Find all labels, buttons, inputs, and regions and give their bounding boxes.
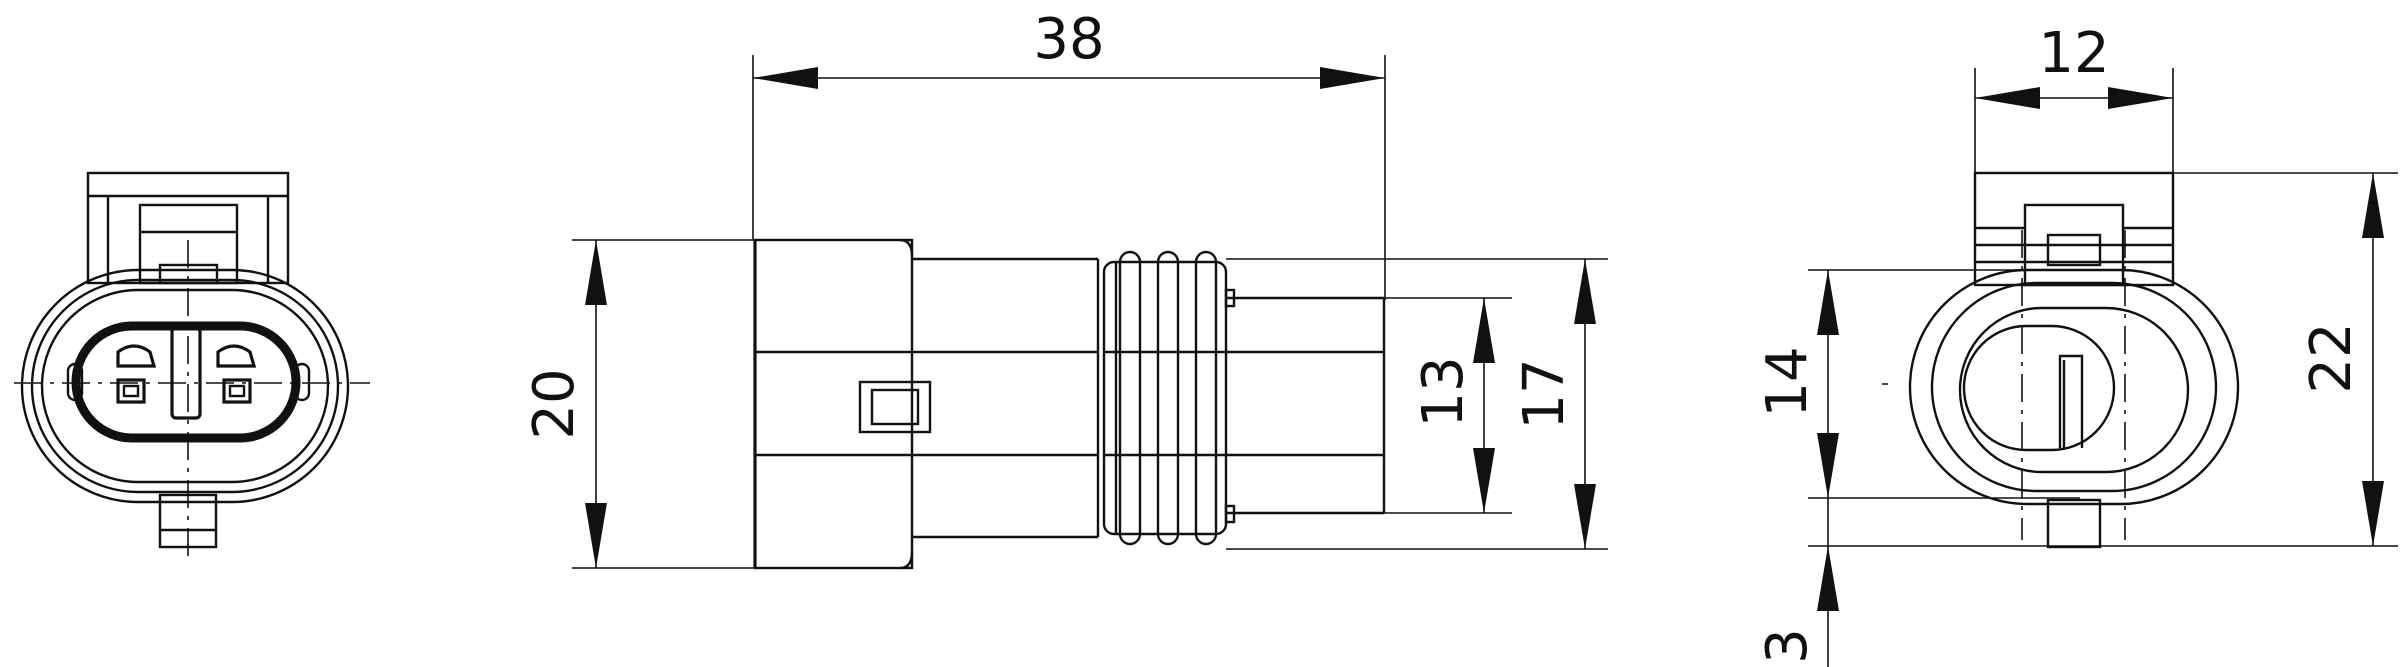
dim-front-total-height: 22 <box>2299 322 2364 393</box>
side-view: 38 20 <box>522 7 1608 570</box>
dim-front-latch-height: 3 <box>1755 628 1820 664</box>
dim-body-height: 20 <box>522 368 587 439</box>
dim-tail-height: 13 <box>1411 356 1476 427</box>
dim-tail-outer-height: 17 <box>1512 358 1577 429</box>
rear-end-view <box>14 171 370 560</box>
front-end-view: 12 14 22 <box>1755 21 2398 667</box>
dim-front-oval-height: 14 <box>1755 346 1820 417</box>
dim-overall-length: 38 <box>1033 7 1104 72</box>
dim-front-width: 12 <box>2038 21 2109 86</box>
